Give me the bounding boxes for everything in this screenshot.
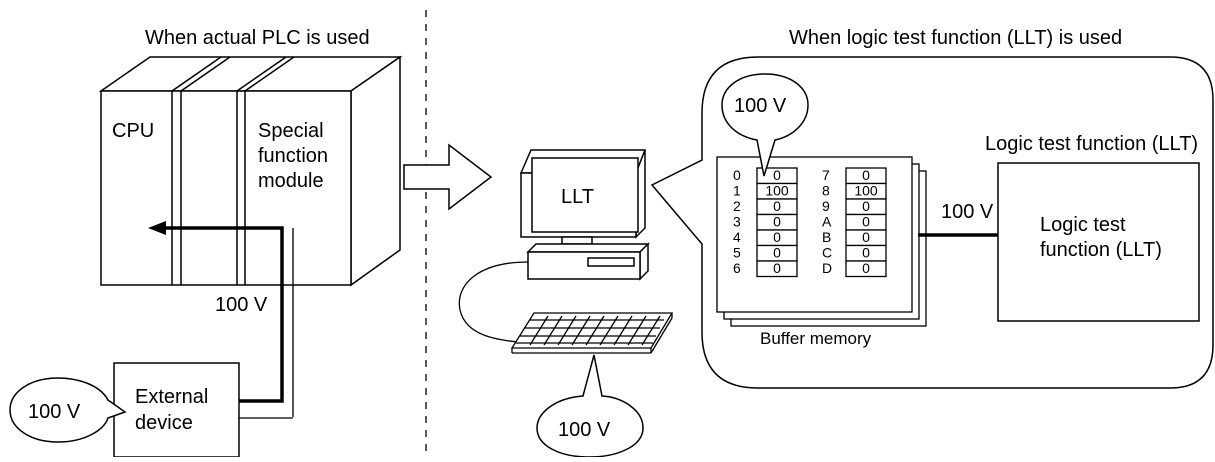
rack-top-divider xyxy=(236,56,287,92)
special-module-line-3: module xyxy=(258,170,324,192)
pc-drive-slot xyxy=(587,257,635,267)
left-title: When actual PLC is used xyxy=(145,27,370,49)
memory-voltage-bubble xyxy=(721,73,809,177)
personal-computer xyxy=(519,149,650,281)
buffer-right-value: 0 xyxy=(862,198,870,214)
external-device-line-2: device xyxy=(135,412,193,434)
rack-side xyxy=(350,55,401,287)
special-module-line-1: Special xyxy=(258,120,324,142)
buffer-right-address: 8 xyxy=(822,183,830,199)
buffer-left-address: 4 xyxy=(733,229,741,245)
llt-box xyxy=(997,162,1200,322)
buffer-right-value: 0 xyxy=(862,214,870,230)
external-device-line-1: External xyxy=(135,386,208,408)
keyboard-bubble-text: 100 V xyxy=(558,419,611,441)
memory-bubble-text: 100 V xyxy=(734,95,787,117)
buffer-left-value: 0 xyxy=(773,167,781,183)
keyboard-voltage-bubble xyxy=(536,354,644,458)
buffer-left-address: 0 xyxy=(733,167,741,183)
cpu-label: CPU xyxy=(112,120,154,142)
rack-front xyxy=(100,90,352,286)
llt-box-title: Logic test function (LLT) xyxy=(985,133,1198,155)
llt-box-line-1: Logic test xyxy=(1040,214,1126,236)
buffer-right-value: 0 xyxy=(862,229,870,245)
buffer-left-address: 1 xyxy=(733,183,741,199)
buffer-right-address: 7 xyxy=(822,167,830,183)
buffer-left-value: 0 xyxy=(773,214,781,230)
external-device-box xyxy=(113,362,240,458)
buffer-right-value: 0 xyxy=(862,260,870,276)
buffer-right-cell xyxy=(845,260,887,278)
speech-bubble-shape xyxy=(9,377,127,443)
signal-arrowhead xyxy=(148,221,166,235)
signal-path xyxy=(148,221,294,419)
pc-unit-top xyxy=(526,243,650,253)
buffer-left-value: 0 xyxy=(773,245,781,261)
buffer-right-value: 100 xyxy=(854,183,878,199)
buffer-left-cell xyxy=(756,260,798,278)
left-voltage-label: 100 V xyxy=(215,294,268,316)
arrow-voltage-label: 100 V xyxy=(941,201,994,223)
buffer-left-address: 2 xyxy=(733,198,741,214)
transition-arrow xyxy=(403,143,493,211)
rack-top-divider xyxy=(171,56,222,92)
special-function-module-label: Special function module xyxy=(258,120,328,192)
llt-box-line-2: function (LLT) xyxy=(1040,239,1162,261)
buffer-left-value: 0 xyxy=(773,198,781,214)
buffer-left-value: 100 xyxy=(765,183,789,199)
buffer-right-value: 0 xyxy=(862,167,870,183)
monitor-stand xyxy=(561,236,593,245)
plc-rack xyxy=(98,55,403,287)
rack-top-divider xyxy=(244,56,295,92)
buffer-right-address: D xyxy=(822,260,832,276)
external-voltage-bubble xyxy=(9,377,127,443)
buffer-right-address: B xyxy=(822,229,831,245)
right-title: When logic test function (LLT) is used xyxy=(789,27,1122,49)
external-bubble-text: 100 V xyxy=(28,401,81,423)
buffer-left-value: 0 xyxy=(773,229,781,245)
keyboard xyxy=(510,312,674,354)
buffer-right-value: 0 xyxy=(862,245,870,261)
buffer-memory-caption: Buffer memory xyxy=(760,329,872,348)
bold-signal-wire xyxy=(160,226,284,403)
buffer-right-address: C xyxy=(822,245,832,261)
buffer-left-address: 3 xyxy=(733,214,741,230)
buffer-right-address: 9 xyxy=(822,198,830,214)
rack-top xyxy=(98,56,403,92)
buffer-left-address: 5 xyxy=(733,245,741,261)
rack-top-divider xyxy=(180,56,231,92)
monitor-screen xyxy=(531,157,639,233)
buffer-left-value: 0 xyxy=(773,260,781,276)
pc-screen-label: LLT xyxy=(561,186,594,208)
buffer-right-address: A xyxy=(822,214,832,230)
buffer-left-address: 6 xyxy=(733,260,741,276)
special-module-line-2: function xyxy=(258,145,328,167)
